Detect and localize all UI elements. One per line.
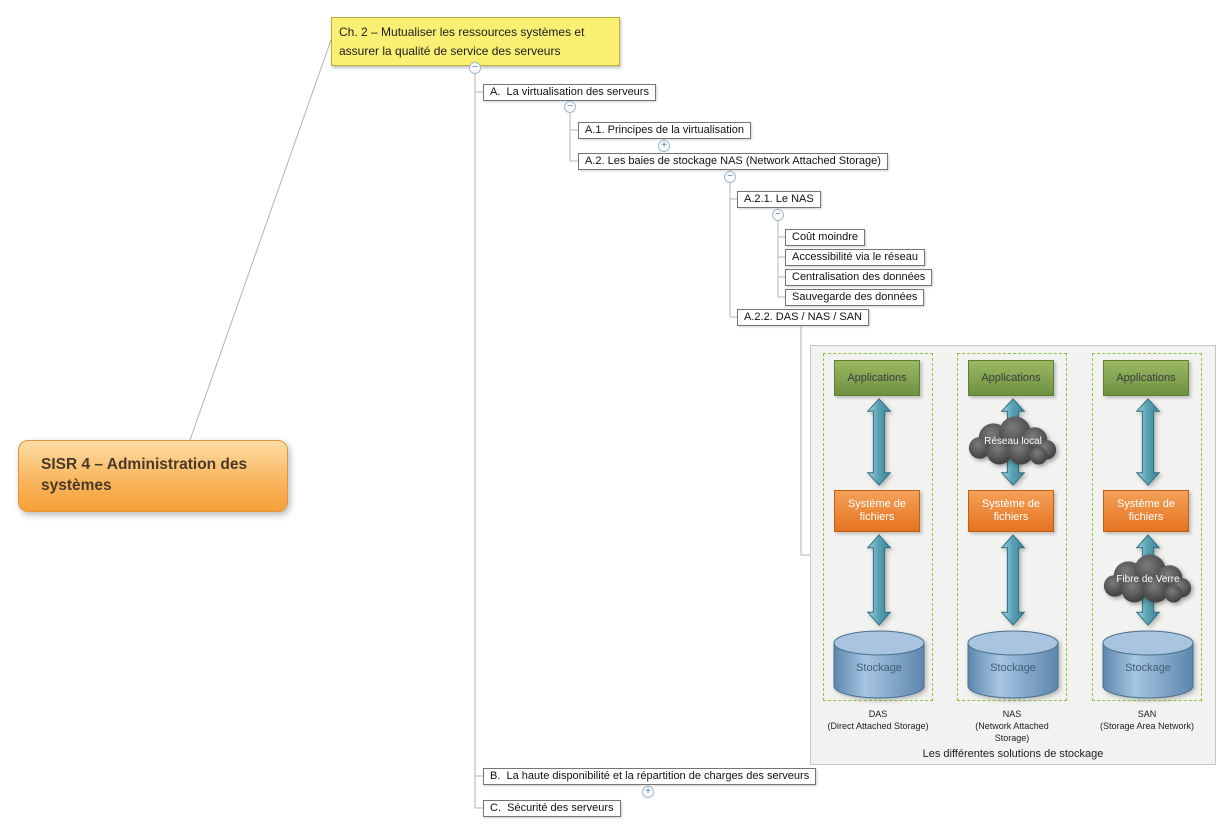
- node-a[interactable]: A. La virtualisation des serveurs: [483, 84, 656, 101]
- solution-name: DAS: [868, 709, 888, 719]
- collapse-toggle-icon[interactable]: −: [772, 209, 784, 221]
- node-a21[interactable]: A.2.1. Le NAS: [737, 191, 821, 208]
- applications-box: Applications: [1103, 360, 1189, 396]
- node-b[interactable]: B. La haute disponibilité et la répartit…: [483, 768, 817, 785]
- collapse-toggle-icon[interactable]: −: [469, 62, 481, 74]
- node-a21-child[interactable]: Sauvegarde des données: [785, 289, 925, 306]
- san-column: Applications Système de fichiers Fibre d…: [1092, 353, 1202, 701]
- double-arrow-icon: [1135, 398, 1161, 486]
- node-a22[interactable]: A.2.2. DAS / NAS / SAN: [737, 309, 869, 326]
- storage-cylinder: Stockage: [830, 630, 928, 700]
- solution-name: NAS: [1002, 709, 1022, 719]
- collapse-toggle-icon[interactable]: −: [564, 101, 576, 113]
- applications-box: Applications: [834, 360, 920, 396]
- double-arrow-icon: [866, 398, 892, 486]
- root-node[interactable]: SISR 4 – Administration des systèmes: [18, 440, 288, 512]
- nas-label: NAS (Network Attached Storage): [947, 708, 1077, 744]
- expand-toggle-icon[interactable]: +: [658, 140, 670, 152]
- double-arrow-icon: [866, 534, 892, 626]
- collapse-toggle-icon[interactable]: −: [724, 171, 736, 183]
- solution-sub: (Storage Area Network): [1099, 721, 1195, 732]
- filesystem-box: Système de fichiers: [834, 490, 920, 532]
- node-a2[interactable]: A.2. Les baies de stockage NAS (Network …: [578, 153, 888, 170]
- filesystem-box: Système de fichiers: [1103, 490, 1189, 532]
- filesystem-box: Système de fichiers: [968, 490, 1054, 532]
- node-a21-child[interactable]: Centralisation des données: [785, 269, 933, 286]
- fiber-cloud: Fibre de Verre: [1099, 552, 1197, 606]
- storage-label: Stockage: [1125, 662, 1171, 674]
- node-a1[interactable]: A.1. Principes de la virtualisation: [578, 122, 751, 139]
- expand-toggle-icon[interactable]: +: [642, 786, 654, 798]
- solution-name: SAN: [1137, 709, 1157, 719]
- san-label: SAN (Storage Area Network): [1082, 708, 1212, 732]
- nas-column: Applications Réseau local Système de fic…: [957, 353, 1067, 701]
- local-network-cloud: Réseau local: [964, 414, 1062, 468]
- das-column: Applications Système de fichiers Stockag…: [823, 353, 933, 701]
- image-caption: Les différentes solutions de stockage: [922, 748, 1104, 760]
- node-a21-child[interactable]: Coût moindre: [785, 229, 866, 246]
- solution-sub: (Network Attached Storage): [975, 721, 1049, 744]
- storage-label: Stockage: [990, 662, 1036, 674]
- applications-box: Applications: [968, 360, 1054, 396]
- cloud-label: Fibre de Verre: [1116, 573, 1180, 585]
- double-arrow-icon: [1000, 534, 1026, 626]
- solution-sub: (Direct Attached Storage): [827, 721, 929, 732]
- das-label: DAS (Direct Attached Storage): [813, 708, 943, 732]
- node-a21-child[interactable]: Accessibilité via le réseau: [785, 249, 925, 266]
- storage-cylinder: Stockage: [1099, 630, 1197, 700]
- topic-node-ch2[interactable]: Ch. 2 – Mutualiser les ressources systèm…: [331, 17, 620, 67]
- cloud-label: Réseau local: [984, 435, 1042, 447]
- storage-solutions-image[interactable]: Applications Système de fichiers Stockag…: [810, 345, 1216, 765]
- storage-label: Stockage: [856, 662, 902, 674]
- node-c[interactable]: C. Sécurité des serveurs: [483, 800, 621, 817]
- storage-cylinder: Stockage: [964, 630, 1062, 700]
